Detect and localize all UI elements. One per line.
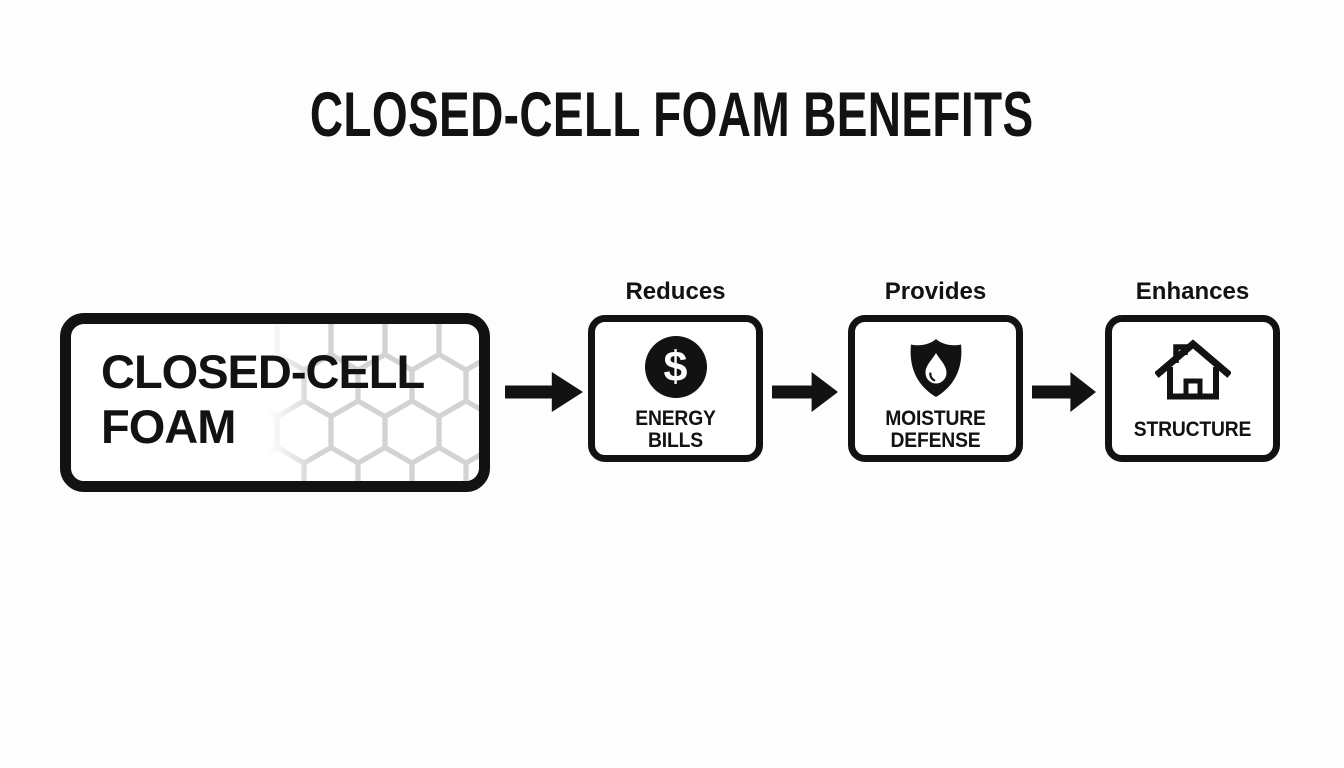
shield-droplet-icon: [910, 339, 961, 397]
benefit-group-moisture-defense: Provides MOISTURE DEFENSE: [848, 278, 1023, 462]
benefit-relation-label: Enhances: [1135, 278, 1250, 305]
closed-cell-foam-label: CLOSED-CELL FOAM: [101, 344, 425, 454]
source-label-line: CLOSED-CELL: [101, 345, 425, 398]
house-icon: [1154, 339, 1231, 400]
page-title-text: CLOSED-CELL FOAM BENEFITS: [310, 80, 1034, 150]
benefit-icon-wrap: [855, 336, 1016, 399]
closed-cell-foam-box: CLOSED-CELL FOAM: [60, 313, 490, 492]
benefit-box-energy-bills: $ ENERGY BILLS: [588, 315, 763, 462]
flow-arrow-icon: [505, 372, 583, 412]
flow-arrow-icon: [772, 372, 838, 412]
benefit-label-line: BILLS: [648, 429, 703, 452]
benefit-icon-wrap: $: [595, 336, 756, 398]
benefit-group-energy-bills: Reduces $ ENERGY BILLS: [588, 278, 763, 462]
benefit-label: MOISTURE DEFENSE: [861, 406, 1009, 454]
source-label-line: FOAM: [101, 400, 236, 453]
benefit-label: STRUCTURE: [1118, 406, 1266, 454]
page-title: CLOSED-CELL FOAM BENEFITS: [0, 80, 1344, 150]
benefit-group-structure: Enhances STRUCTURE: [1105, 278, 1280, 462]
benefit-label-line: MOISTURE: [885, 407, 986, 430]
benefit-relation-label: Reduces: [625, 278, 726, 305]
benefit-label-line: ENERGY: [635, 407, 716, 430]
honeycomb-pattern-icon: [267, 324, 479, 481]
benefit-label-line: STRUCTURE: [1133, 418, 1252, 441]
benefit-label: ENERGY BILLS: [601, 406, 749, 454]
benefit-label-line: DEFENSE: [890, 429, 981, 452]
flow-arrow-icon: [1032, 372, 1096, 412]
benefit-box-structure: STRUCTURE: [1105, 315, 1280, 462]
dollar-circle-icon: $: [644, 336, 707, 398]
benefit-box-moisture-defense: MOISTURE DEFENSE: [848, 315, 1023, 462]
benefit-icon-wrap: [1112, 336, 1273, 402]
dollar-glyph: $: [663, 342, 688, 391]
benefit-relation-label: Provides: [884, 278, 987, 305]
